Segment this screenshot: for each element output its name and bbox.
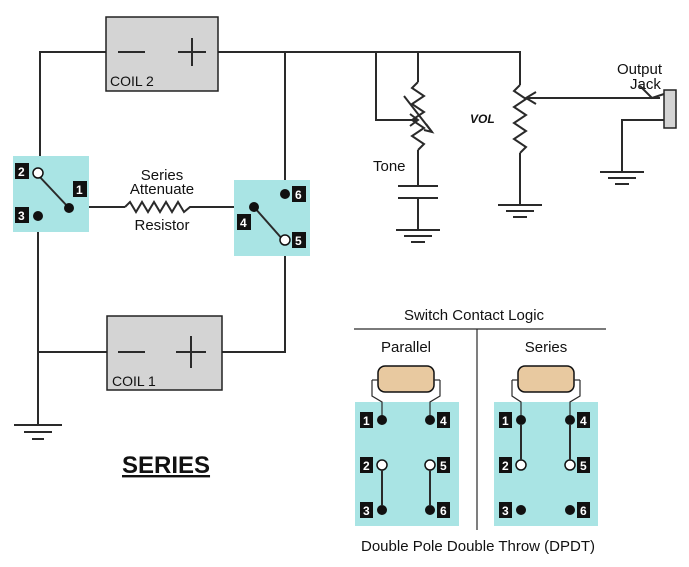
series-t6: 6 [580, 504, 587, 518]
jack-body [663, 89, 677, 129]
coil1-label: COIL 1 [112, 373, 156, 389]
vol-pot-resistor [512, 84, 528, 154]
logic-title: Switch Contact Logic [404, 307, 545, 324]
pole-left-lever [37, 174, 70, 209]
logic-parallel-switch: 1 4 2 5 3 6 [355, 365, 459, 526]
series-t4: 4 [580, 414, 587, 428]
parallel-t2: 2 [363, 459, 370, 473]
pole-right-lever [253, 206, 285, 242]
tone-pot-resistor [410, 81, 426, 151]
vol-wiper-arrow [524, 91, 537, 105]
terminal-6-contact [280, 189, 290, 199]
tone-label: Tone [373, 158, 406, 175]
terminal-2-label: 2 [18, 165, 25, 179]
terminal-6-label: 6 [295, 188, 302, 202]
attenuate-resistor [124, 200, 200, 214]
wire-coil2-to-terminal2 [39, 51, 106, 172]
coil-1: COIL 1 [106, 315, 223, 391]
terminal-5-contact [279, 234, 291, 246]
resistor-label-series: Series [141, 167, 184, 184]
jack-tip [639, 85, 665, 100]
series-t5: 5 [580, 459, 587, 473]
coil-2: COIL 2 [105, 16, 219, 92]
series-t2: 2 [502, 459, 509, 473]
terminal-1-contact [64, 203, 74, 213]
parallel-t3: 3 [363, 504, 370, 518]
series-resistor [517, 365, 575, 393]
wire-top-bus [218, 51, 521, 85]
switch-pole-right: 6 4 5 [234, 180, 310, 256]
resistor-label-attenuate: Attenuate [130, 181, 194, 198]
jack-sleeve-wire [621, 119, 664, 172]
logic-footer: Double Pole Double Throw (DPDT) [361, 538, 595, 555]
volume-circuit: VOL [470, 84, 660, 218]
output-jack: Output Jack [600, 61, 677, 185]
terminal-1-label: 1 [76, 183, 83, 197]
coil2-label: COIL 2 [110, 73, 154, 89]
logic-series-switch: 1 4 2 5 3 6 [494, 365, 598, 526]
parallel-t5: 5 [440, 459, 447, 473]
logic-series-label: Series [525, 339, 568, 356]
terminal-3-contact [33, 211, 43, 221]
terminal-4-label: 4 [240, 216, 247, 230]
terminal-4-contact [249, 202, 259, 212]
terminal-2-contact [32, 167, 44, 179]
resistor-label-resistor: Resistor [134, 217, 189, 234]
logic-parallel-label: Parallel [381, 339, 431, 356]
parallel-resistor [377, 365, 435, 393]
terminal-3-label: 3 [18, 209, 25, 223]
wire-to-tone [375, 52, 404, 121]
series-t1: 1 [502, 414, 509, 428]
switch-pole-left: 2 1 3 [13, 156, 89, 232]
parallel-t4: 4 [440, 414, 447, 428]
vol-label: VOL [470, 112, 495, 126]
tone-circuit: Tone [373, 52, 440, 243]
ground-symbol-main [14, 424, 62, 440]
switch-contact-logic: Switch Contact Logic Parallel Series 1 4 [354, 307, 606, 555]
terminal-5-label: 5 [295, 234, 302, 248]
tone-wiper-arrow [409, 113, 420, 127]
output-label-2: Jack [630, 76, 661, 93]
series-t3: 3 [502, 504, 509, 518]
parallel-t6: 6 [440, 504, 447, 518]
parallel-t1: 1 [363, 414, 370, 428]
wire-coil1-terminal5 [222, 240, 286, 353]
diagram-title: SERIES [122, 452, 210, 479]
output-label-1: Output [617, 61, 663, 78]
